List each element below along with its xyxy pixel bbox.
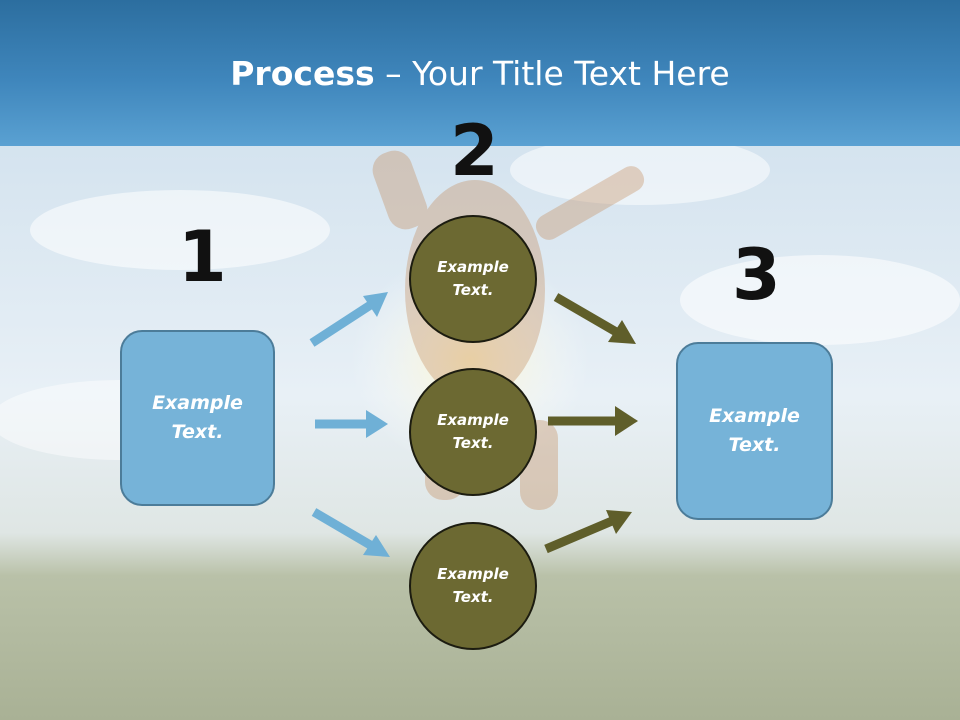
arrow-1-to-bottom bbox=[311, 508, 390, 557]
arrow-top-to-3 bbox=[553, 293, 636, 344]
step-number-1: 1 bbox=[178, 216, 227, 298]
title-bar bbox=[0, 0, 960, 146]
step-1-text: Example Text. bbox=[152, 392, 243, 443]
step-2-circle-middle-text: Example Text. bbox=[437, 411, 509, 452]
step-2-circle-top: Example Text. bbox=[409, 215, 537, 343]
step-1-box: Example Text. bbox=[120, 330, 275, 506]
step-3-text: Example Text. bbox=[709, 405, 800, 456]
step-2-circle-middle: Example Text. bbox=[409, 368, 537, 496]
arrow-bottom-to-3 bbox=[544, 510, 632, 554]
step-number-2: 2 bbox=[450, 110, 499, 192]
title-bold: Process bbox=[230, 54, 375, 93]
step-3-box: Example Text. bbox=[676, 342, 833, 520]
step-2-circle-bottom: Example Text. bbox=[409, 522, 537, 650]
title-rest: – Your Title Text Here bbox=[374, 54, 730, 93]
arrow-middle-to-3 bbox=[548, 406, 638, 436]
arrow-1-to-middle bbox=[315, 410, 388, 438]
step-number-3: 3 bbox=[732, 234, 781, 316]
step-2-circle-bottom-text: Example Text. bbox=[437, 565, 509, 606]
step-2-circle-top-text: Example Text. bbox=[437, 258, 509, 299]
arrow-1-to-top bbox=[309, 292, 388, 347]
slide-title: Process – Your Title Text Here bbox=[0, 52, 960, 96]
